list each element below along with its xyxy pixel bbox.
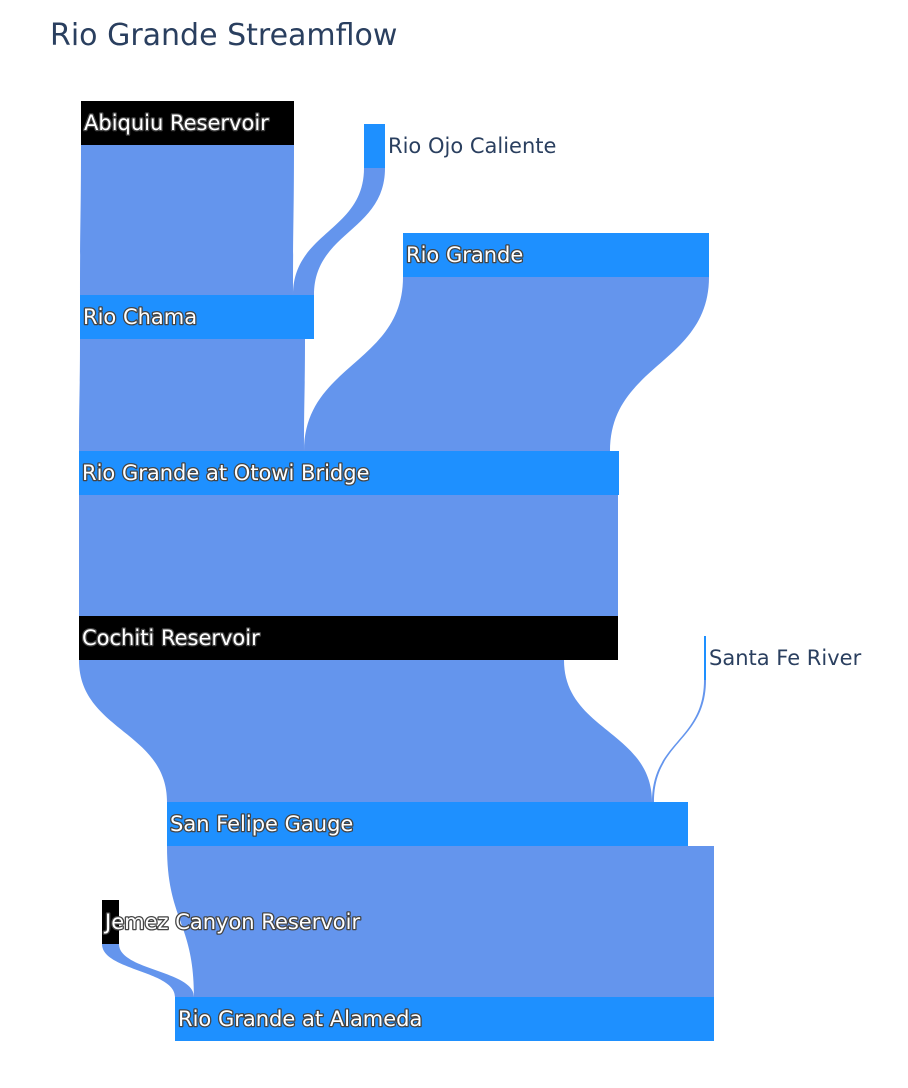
link-abiquiu-to-chama[interactable]: [80, 145, 294, 295]
chart-title: Rio Grande Streamflow: [50, 18, 398, 53]
node-label-otowi: Rio Grande at Otowi Bridge: [82, 461, 370, 485]
node-label-sanfelipe: San Felipe Gauge: [170, 812, 353, 836]
node-cochiti[interactable]: [79, 616, 618, 660]
link-sanfelipe-to-alameda[interactable]: [167, 846, 714, 997]
node-chama[interactable]: [80, 295, 314, 339]
node-jemez[interactable]: [102, 900, 119, 944]
node-label-jemez: Jemez Canyon Reservoir: [103, 910, 360, 934]
link-chama-to-otowi[interactable]: [79, 339, 305, 451]
link-jemez-to-alameda[interactable]: [102, 944, 194, 997]
link-ojo-to-chama[interactable]: [293, 168, 385, 295]
node-santafe[interactable]: [704, 636, 706, 680]
node-label-ojo: Rio Ojo Caliente: [388, 134, 556, 158]
link-otowi-to-cochiti[interactable]: [79, 495, 618, 616]
node-label-alameda: Rio Grande at Alameda: [178, 1007, 422, 1031]
nodes-layer: [79, 101, 714, 1041]
link-riogrande-to-otowi[interactable]: [304, 277, 709, 451]
node-ojo[interactable]: [364, 124, 385, 168]
node-label-santafe: Santa Fe River: [709, 646, 862, 670]
link-cochiti-to-sanfelipe[interactable]: [79, 660, 652, 802]
node-riogrande[interactable]: [403, 233, 709, 277]
link-santafe-to-sanfelipe[interactable]: [652, 680, 706, 802]
node-abiquiu[interactable]: [81, 101, 294, 145]
node-sanfelipe[interactable]: [167, 802, 688, 846]
node-otowi[interactable]: [79, 451, 619, 495]
node-alameda[interactable]: [175, 997, 714, 1041]
links-layer: [79, 145, 714, 997]
node-label-riogrande: Rio Grande: [406, 243, 523, 267]
node-label-cochiti: Cochiti Reservoir: [82, 626, 260, 650]
node-label-chama: Rio Chama: [83, 305, 197, 329]
node-label-abiquiu: Abiquiu Reservoir: [84, 111, 269, 135]
